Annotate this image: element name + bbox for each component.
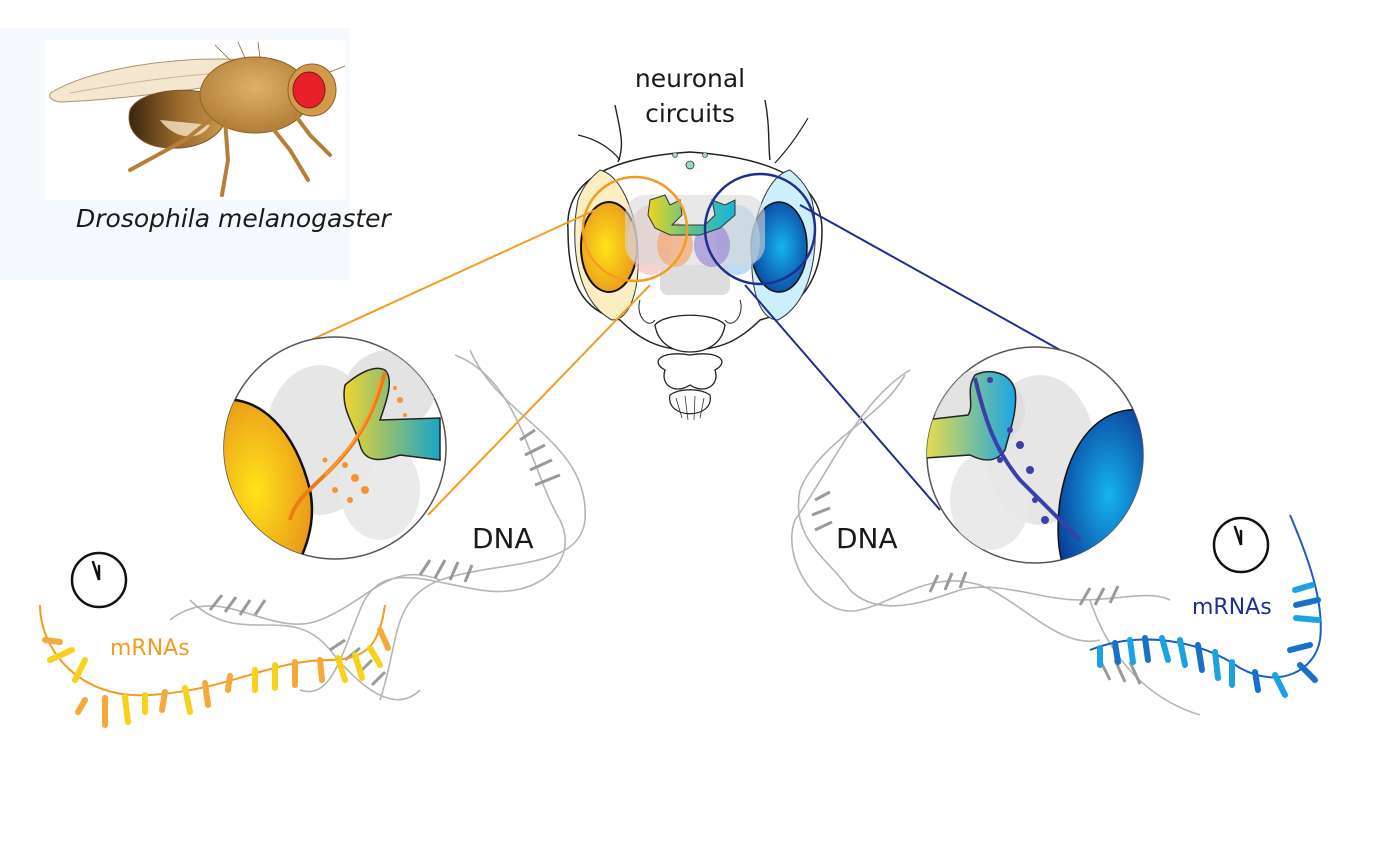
left-zoom-ring: [581, 175, 689, 283]
dna-label-left: DNA: [472, 522, 534, 555]
clock-icon: [70, 551, 128, 609]
mrna-strand-left: [39, 604, 391, 728]
dna-helix-right: [790, 369, 1201, 716]
mrna-label-left: mRNAs: [110, 636, 190, 661]
left-zoom-line-top: [299, 209, 596, 346]
right-zoom-line-bottom: [744, 284, 941, 511]
right-zoom-ring: [703, 172, 817, 286]
left-zoom-line-bottom: [427, 284, 651, 516]
left-brain-zoom: [223, 336, 447, 560]
dna-label-right: DNA: [836, 522, 898, 555]
mrna-label-right: mRNAs: [1192, 595, 1272, 620]
neuronal-circuits-label-line1: neuronal: [635, 64, 745, 93]
clock-icon: [1212, 516, 1270, 574]
neuronal-circuits-label-line2: circuits: [645, 99, 735, 128]
fly-head-diagram: [567, 99, 823, 421]
mrna-strand-right: [1089, 514, 1322, 698]
right-brain-zoom: [926, 346, 1144, 564]
fly-eye: [292, 71, 326, 109]
species-label: Drosophila melanogaster: [76, 204, 393, 233]
right-zoom-line-top: [799, 204, 1061, 351]
dna-rungs-right: [811, 490, 1142, 685]
fruit-fly-illustration: [49, 41, 346, 197]
